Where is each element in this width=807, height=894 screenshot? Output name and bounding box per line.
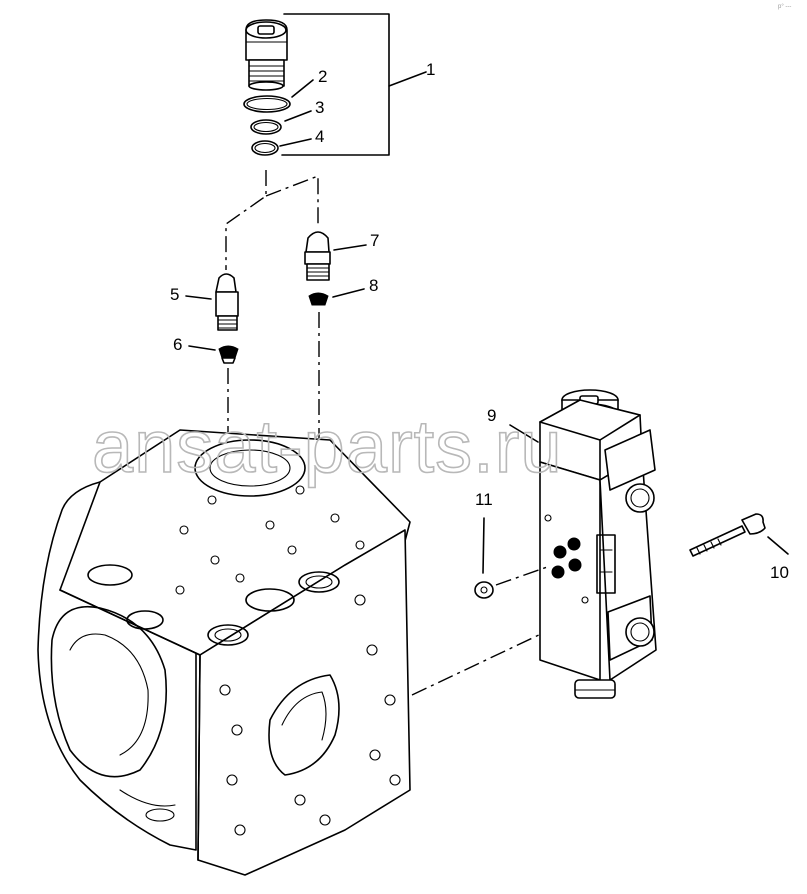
callout-11: 11: [475, 490, 493, 509]
washer-11[interactable]: [474, 581, 494, 599]
watermark: ansat-parts.ru: [92, 405, 563, 488]
callout-2: 2: [318, 67, 327, 86]
callout-5: 5: [170, 285, 179, 304]
relief-cartridge-5[interactable]: [215, 273, 239, 331]
corner-mark: p° ---: [778, 4, 791, 10]
callout-1: 1: [426, 60, 435, 79]
callout-9: 9: [487, 406, 496, 425]
bolt-10[interactable]: [689, 513, 766, 557]
pump-housing: [37, 429, 411, 876]
backup-ring[interactable]: [250, 119, 282, 135]
seal-6[interactable]: [218, 345, 239, 364]
callout-8: 8: [369, 276, 378, 295]
cartridge-valve-assembly[interactable]: [245, 19, 288, 91]
callout-7: 7: [370, 231, 379, 250]
relief-cartridge-7[interactable]: [304, 231, 331, 281]
callout-6: 6: [173, 335, 182, 354]
o-ring-small[interactable]: [251, 140, 279, 156]
seal-8[interactable]: [308, 292, 329, 306]
callout-4: 4: [315, 127, 324, 146]
o-ring-large[interactable]: [243, 95, 291, 113]
callout-3: 3: [315, 98, 324, 117]
control-valve-9[interactable]: [539, 389, 657, 699]
callout-10: 10: [770, 563, 789, 582]
